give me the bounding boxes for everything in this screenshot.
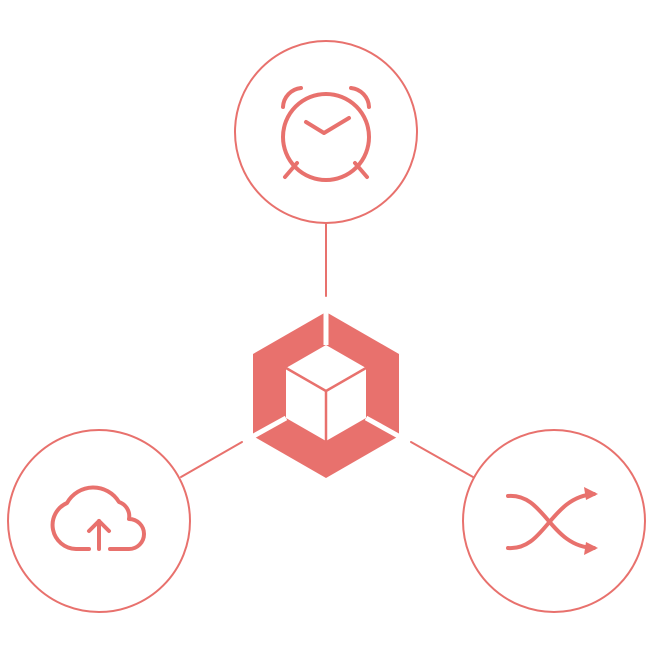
node-cloud-upload [7, 429, 191, 613]
hexagon-gaps [248, 306, 404, 441]
node-shuffle [462, 429, 646, 613]
center-hub [248, 306, 404, 478]
cube-hexagon-icon [248, 306, 404, 478]
cube-edges [285, 366, 367, 441]
connector-right [410, 441, 474, 478]
shuffle-icon [506, 492, 596, 551]
node-alarm [234, 40, 418, 224]
connector-left [180, 441, 243, 478]
node-circle [462, 429, 646, 613]
connectors [180, 223, 474, 478]
shuffle-arrowheads [584, 487, 598, 555]
alarm-clock-icon [281, 86, 371, 182]
cloud-upload-icon [50, 485, 146, 551]
